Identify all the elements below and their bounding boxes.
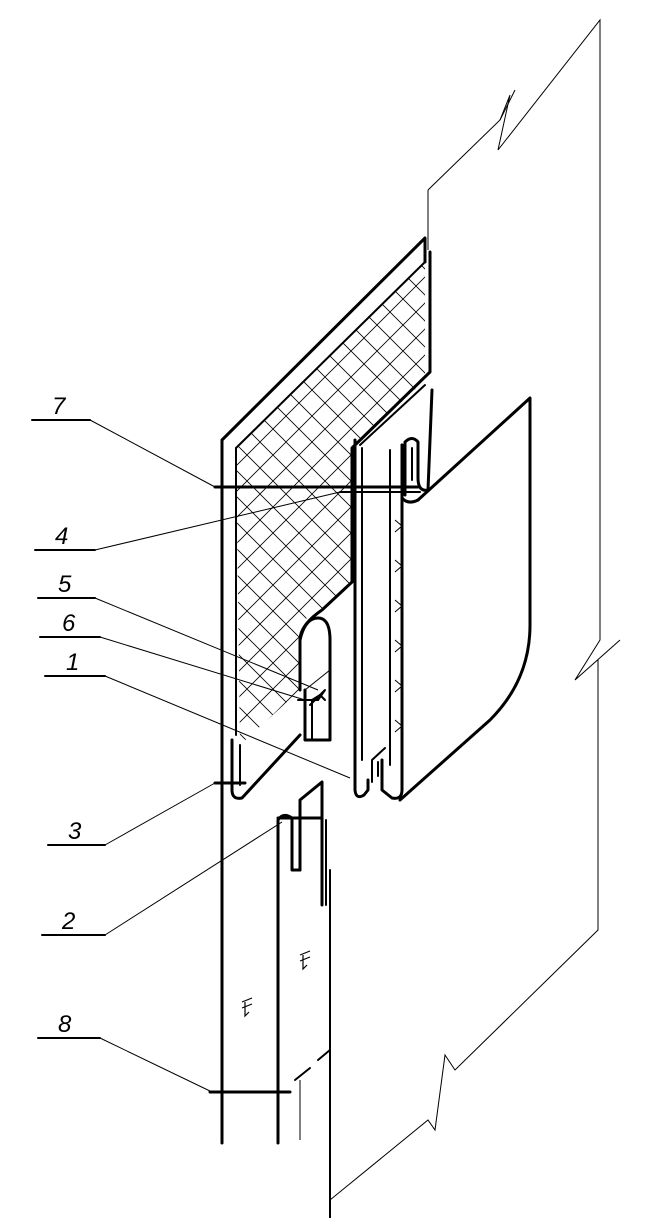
callout-label-2: 2 (61, 908, 75, 935)
outer-panel (220, 236, 427, 1145)
callout-label-1: 1 (66, 649, 79, 676)
break-marks (241, 950, 311, 1018)
top-hook (213, 388, 434, 497)
wall-panel (329, 18, 621, 1202)
callout-label-3: 3 (68, 818, 82, 845)
callout-labels: 7 4 5 6 1 3 2 8 (52, 393, 82, 1038)
callout-label-8: 8 (58, 1011, 72, 1038)
leader-lines (89, 419, 351, 1093)
lower-strip (276, 780, 331, 1218)
callout-underlines (31, 419, 106, 1039)
callout-label-4: 4 (55, 523, 68, 550)
callout-label-6: 6 (62, 610, 76, 637)
callout-label-5: 5 (58, 571, 72, 598)
fasteners (208, 781, 331, 1094)
seam-strip (353, 438, 404, 800)
inner-panel (298, 250, 432, 692)
callout-label-7: 7 (52, 393, 67, 420)
middle-clamp (297, 669, 332, 742)
